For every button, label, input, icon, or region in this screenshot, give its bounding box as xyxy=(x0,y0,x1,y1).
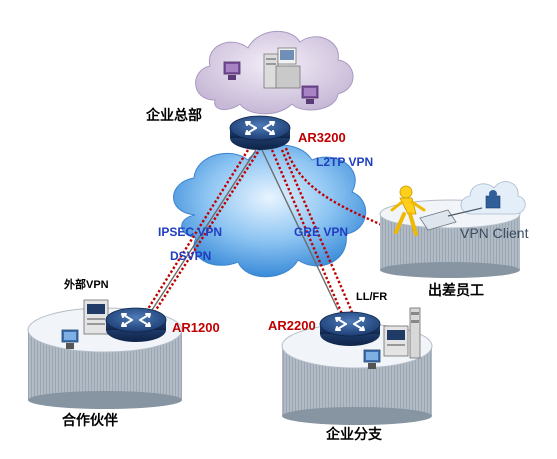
ipsec-vpn-label: IPSEC VPN xyxy=(158,225,223,239)
router-ar3200-icon xyxy=(229,115,291,150)
branch-platform xyxy=(281,323,433,425)
hq-router-label: AR3200 xyxy=(298,130,346,145)
mobile-name-label: 出差员工 xyxy=(428,283,484,299)
traveler-icon xyxy=(390,185,426,236)
l2tp-vpn-label: L2TP VPN xyxy=(316,155,374,169)
external-vpn-label: 外部VPN xyxy=(64,279,109,291)
internet-cloud xyxy=(173,144,367,278)
partner-pc-icon xyxy=(61,329,79,349)
ll-fr-label: LL/FR xyxy=(356,291,388,303)
partner-name-label: 合作伙伴 xyxy=(62,413,118,429)
vpn-client-label: VPN Client xyxy=(460,225,529,241)
branch-pc-icon xyxy=(363,349,381,369)
router-ar2200-icon xyxy=(319,311,381,346)
branch-server-icon xyxy=(383,307,421,359)
partner-server-icon xyxy=(83,299,109,335)
branch-name-label: 企业分支 xyxy=(326,427,382,443)
hq-pc-right-icon xyxy=(301,85,319,104)
tunnel-lines xyxy=(151,149,339,311)
partner-router-label: AR1200 xyxy=(172,320,220,335)
vpn-client-cloud xyxy=(460,181,526,215)
branch-router-label: AR2200 xyxy=(268,318,316,333)
laptop-icon xyxy=(419,207,483,231)
hq-server-icon xyxy=(263,47,301,89)
hq-pc-left-icon xyxy=(223,61,241,80)
router-ar1200-icon xyxy=(105,307,167,342)
vpn-lines xyxy=(144,147,385,317)
hq-name-label: 企业总部 xyxy=(146,108,202,124)
gre-vpn-label: GRE VPN xyxy=(294,225,349,239)
dsvpn-label: DSVPN xyxy=(170,249,212,263)
